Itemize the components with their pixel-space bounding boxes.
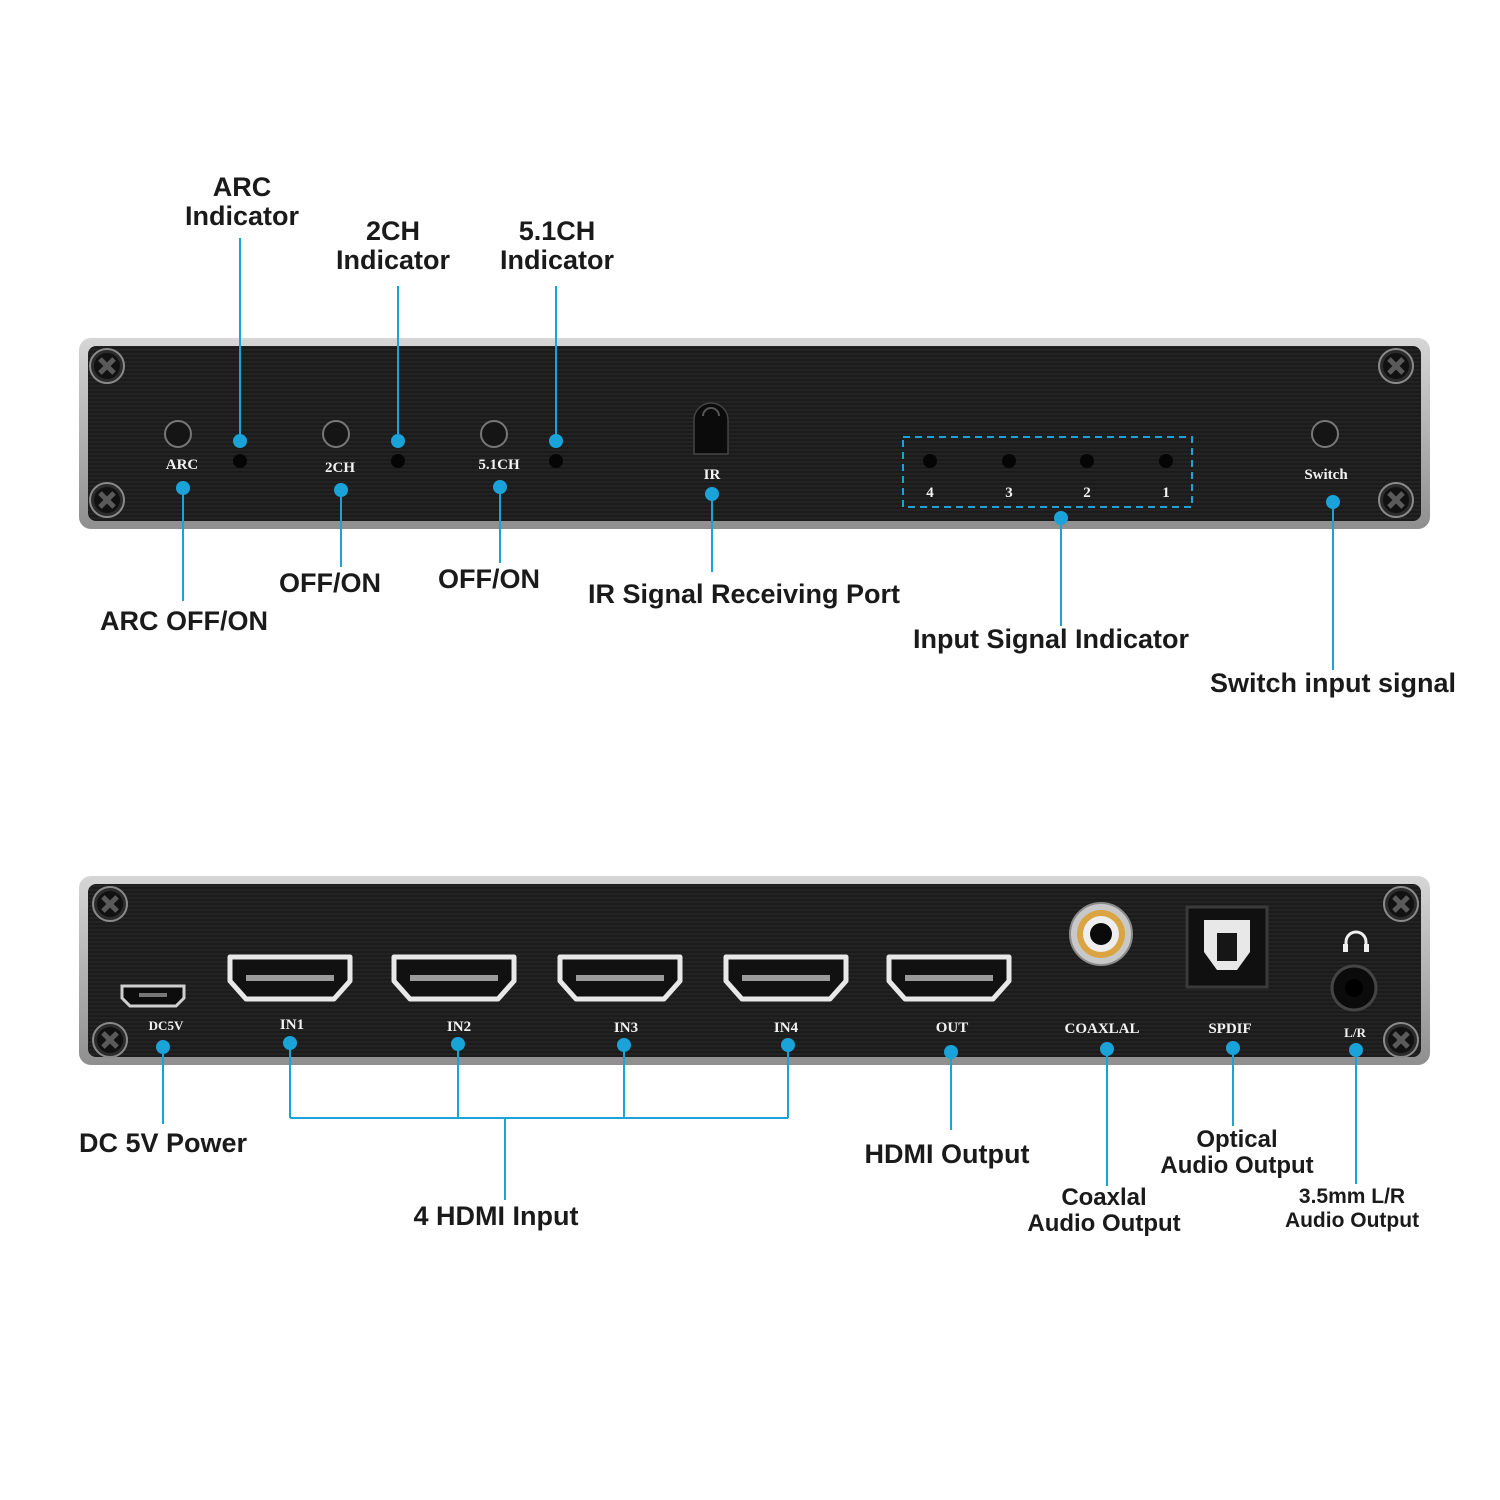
ir-receiver [693,402,729,455]
arc-led [233,454,247,468]
toslink-port[interactable] [1185,905,1269,989]
callout-lr-output: 3.5mm L/R Audio Output [1285,1186,1419,1231]
callout-line: 5.1CH [518,216,596,246]
callout-coaxial-output: Coaxlal Audio Output [1027,1186,1180,1236]
screw-icon [89,348,125,384]
silk-switch: Switch [1304,467,1348,483]
callout-2ch-indicator: 2CH Indicator [336,218,450,274]
callout-line: Audio Output [1160,1152,1314,1179]
callout-hdmi-input: 4 HDMI Input [413,1201,579,1231]
callout-2ch-offon: OFF/ON [279,568,381,598]
callout-line: 2CH [365,216,421,246]
arc-button[interactable] [164,420,192,448]
silk-out: OUT [935,1020,969,1036]
input-led-group [902,436,1193,508]
silk-in2: IN2 [446,1019,472,1035]
callout-51ch-indicator: 5.1CH Indicator [500,218,614,274]
callout-line: Indicator [184,201,300,231]
hdmi-in2-port[interactable] [394,957,514,999]
silk-led-3: 3 [1005,485,1013,501]
screw-icon [1383,886,1419,922]
screw-icon [92,1022,128,1058]
silk-in4: IN4 [773,1020,799,1036]
front-callout-dots [176,434,1340,525]
callout-switch-input-signal: Switch input signal [1209,668,1457,698]
silk-arc: ARC [165,457,199,473]
callout-line: Indicator [335,245,451,275]
silk-2ch: 2CH [325,460,355,476]
micro-usb-port[interactable] [120,984,186,1008]
ch51-led [549,454,563,468]
callout-line: Indicator [499,245,615,275]
screw-icon [1383,1022,1419,1058]
led-1 [1159,454,1173,468]
callout-line: Audio Output [1027,1210,1181,1237]
ch2-button[interactable] [322,420,350,448]
hdmi-in4-port[interactable] [726,957,846,999]
silk-in3: IN3 [613,1020,639,1036]
led-2 [1080,454,1094,468]
silk-lr: L/R [1344,1025,1366,1040]
screw-icon [92,886,128,922]
led-3 [1002,454,1016,468]
silk-spdif: SPDIF [1208,1021,1252,1037]
callout-arc-indicator: ARC Indicator [185,174,299,230]
rca-jack[interactable] [1069,902,1133,966]
callout-51ch-offon: OFF/ON [438,564,540,594]
screw-icon [89,482,125,518]
silk-led-4: 4 [926,485,934,501]
silk-led-1: 1 [1162,485,1170,501]
callout-optical-output: Optical Audio Output [1160,1128,1313,1178]
callout-line: ARC [212,172,272,202]
silk-led-2: 2 [1083,485,1091,501]
hdmi-in1-port[interactable] [230,957,350,999]
callout-dc-power: DC 5V Power [78,1128,248,1158]
callout-line: Optical [1196,1126,1278,1153]
silk-51ch: 5.1CH [478,457,520,473]
callout-hdmi-output: HDMI Output [864,1139,1030,1169]
silk-in1: IN1 [279,1017,305,1033]
ch2-led [391,454,405,468]
callout-arc-offon: ARC OFF/ON [100,606,268,636]
audio-jack[interactable] [1330,964,1378,1012]
screw-icon [1378,348,1414,384]
silk-dc5v: DC5V [148,1018,184,1033]
screw-icon [1378,482,1414,518]
hdmi-in3-port[interactable] [560,957,680,999]
rear-callout-dots [156,1036,1363,1059]
ch51-button[interactable] [480,420,508,448]
callout-line: Coaxlal [1061,1184,1147,1211]
switch-button[interactable] [1311,420,1339,448]
led-4 [923,454,937,468]
silk-coaxial: COAXLAL [1064,1021,1140,1037]
front-panel [88,346,1421,521]
silk-ir: IR [703,467,721,483]
callout-line: 3.5mm L/R [1298,1185,1406,1208]
callout-input-signal-indicator: Input Signal Indicator [913,624,1189,654]
hdmi-out-port[interactable] [889,957,1009,999]
callout-line: Audio Output [1284,1209,1420,1232]
headphone-icon [1343,930,1369,952]
front-callout-lines [182,238,1334,670]
rear-callout-lines [162,1043,1357,1200]
callout-ir-port: IR Signal Receiving Port [587,579,901,609]
